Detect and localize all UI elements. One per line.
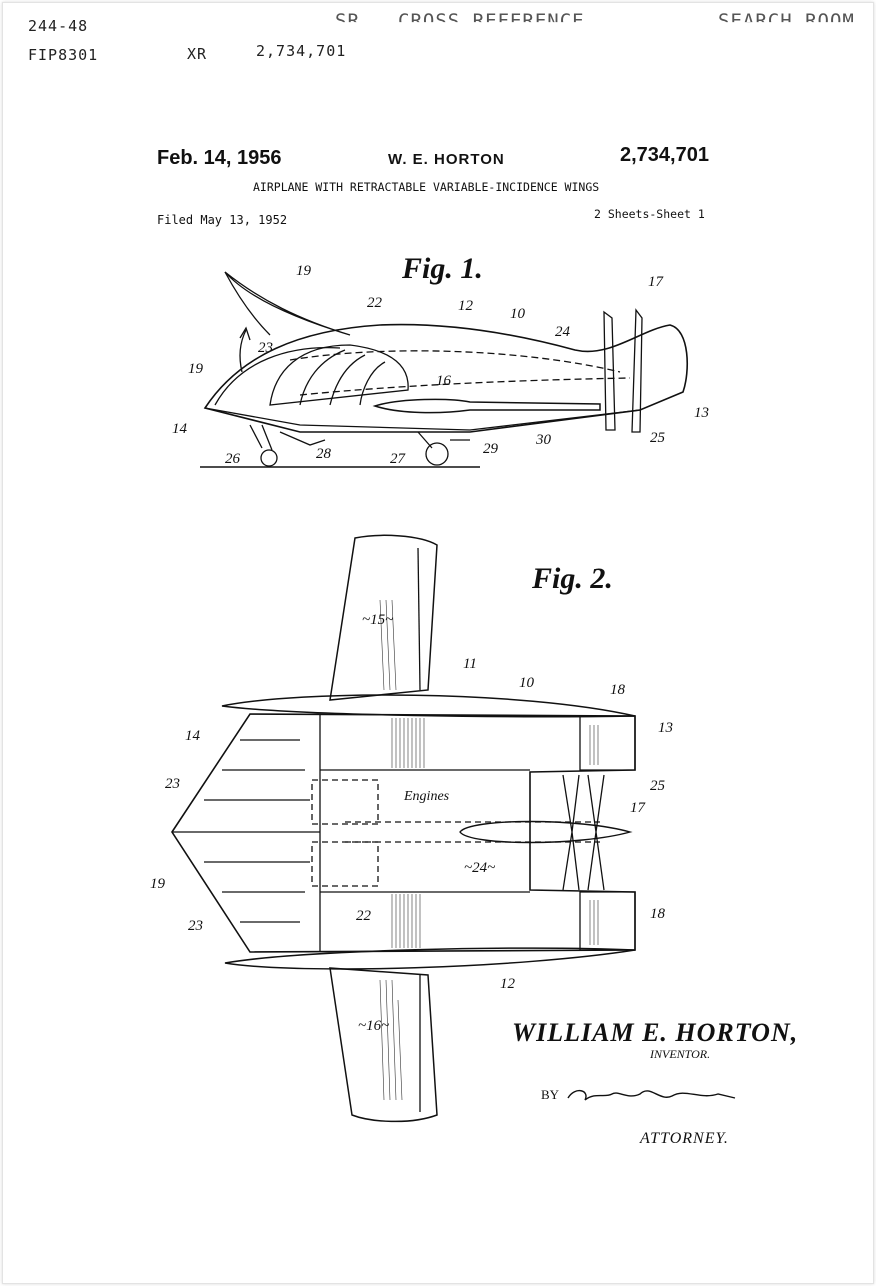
fig2-tail-block-lower: [579, 891, 636, 951]
xr-label: XR: [187, 45, 208, 63]
patent-date: Feb. 14, 1956: [157, 147, 282, 169]
patent-title: AIRPLANE WITH RETRACTABLE VARIABLE-INCID…: [253, 180, 600, 194]
inventor-name: WILLIAM E. HORTON,: [512, 1018, 799, 1047]
search-room-stamp: SEARCH ROOM: [718, 10, 855, 32]
fig1-ref-14: 14: [172, 421, 188, 437]
fig1-ref-26: 26: [225, 451, 241, 467]
fig2-ref-22: 22: [356, 908, 372, 924]
fig2-boom-inner-lines: [320, 769, 530, 893]
fig1-ref-19-left: 19: [188, 361, 204, 377]
fig2-shading: [379, 599, 599, 1101]
fig1-wing-root-dashed: [299, 377, 631, 396]
attorney-signature: [567, 1090, 736, 1101]
fig1-ref-16: 16: [436, 373, 452, 389]
fig2-ref-12: 12: [500, 976, 516, 992]
fig1-raised-canopy: [224, 271, 351, 336]
fig2-ref-23-lower: 23: [188, 918, 203, 934]
fig2-ref-18-lower: 18: [650, 906, 666, 922]
fig2-lower-wing: [329, 967, 438, 1123]
fig2-canopy-frames: [204, 739, 310, 923]
fig2-upper-wing-aileron: [417, 547, 421, 691]
sr-label: SR: [335, 10, 360, 32]
fig2-ref-24: ~24~: [464, 860, 495, 876]
fig1-ref-19-top: 19: [296, 263, 312, 279]
by-label: BY: [541, 1087, 560, 1102]
cross-reference-stamp: CROSS REFERENCE: [398, 10, 585, 32]
fig1-ref-30: 30: [535, 432, 552, 448]
fig2-ref-15: ~15~: [362, 612, 393, 628]
fig1-swing-arrow: [239, 329, 247, 373]
fig2-ref-17: 17: [630, 800, 647, 816]
fig2-tail-block-upper: [579, 715, 636, 771]
fig1-ref-22: 22: [367, 295, 383, 311]
fig1-side-view: Fig. 1. 19 22: [172, 252, 709, 468]
fig1-ref-10: 10: [510, 306, 526, 322]
fig2-ref-23-upper: 23: [165, 776, 180, 792]
fig1-tail-fin-2: [631, 308, 643, 433]
fig1-ref-25: 25: [650, 430, 666, 446]
fig1-main-wheel: [425, 442, 449, 466]
fig1-nose-wheel: [260, 449, 278, 467]
fig2-label: Fig. 2.: [531, 562, 613, 595]
fig2-ref-14: 14: [185, 728, 201, 744]
fig2-engines: [311, 779, 600, 887]
fig2-body-outline: [171, 713, 636, 953]
top-left-code: 244-48: [28, 17, 89, 35]
fig1-ref-27: 27: [390, 451, 407, 467]
fig1-tail-fin-1: [603, 310, 616, 431]
fig2-ref-19: 19: [150, 876, 166, 892]
fig1-ref-28: 28: [316, 446, 332, 462]
fig2-propellers: [562, 774, 605, 891]
file-code: FIP8301: [28, 46, 99, 64]
fig1-nose-gear-strut: [249, 424, 273, 451]
fig1-frame-1: [299, 349, 346, 406]
fig1-retracted-wing: [289, 350, 621, 373]
fig2-ref-16: ~16~: [358, 1018, 389, 1034]
fig1-frame-2: [329, 354, 366, 406]
sheet-count: 2 Sheets-Sheet 1: [594, 207, 705, 221]
fig2-upper-wing: [329, 534, 438, 701]
filed-date: Filed May 13, 1952: [157, 213, 288, 227]
fig1-ref-13: 13: [694, 405, 709, 421]
patent-number: 2,734,701: [620, 144, 709, 166]
fig2-ref-25: 25: [650, 778, 666, 794]
fig1-ref-29: 29: [483, 441, 499, 457]
fig2-ref-13: 13: [658, 720, 673, 736]
fig1-fuselage-outline: [203, 323, 689, 433]
fig1-lower-line: [204, 407, 641, 431]
fig2-engines-label: Engines: [403, 789, 450, 804]
fig2-plan-view: Fig. 2.: [150, 534, 673, 1123]
fig2-ref-18-upper: 18: [610, 682, 626, 698]
fig1-ref-12: 12: [458, 298, 474, 314]
fig1-ref-17: 17: [648, 274, 665, 290]
fig2-ref-11: 11: [463, 656, 477, 672]
fig1-label: Fig. 1.: [401, 252, 483, 285]
fig1-nose-gear-door: [279, 431, 326, 446]
fig1-ref-24: 24: [555, 324, 571, 340]
fig1-raised-canopy-edge: [224, 271, 271, 336]
attorney-label: ATTORNEY.: [640, 1130, 729, 1147]
fig1-cockpit: [269, 344, 409, 406]
xr-number: 2,734,701: [256, 42, 347, 60]
fig1-swing-arrowhead: [239, 326, 251, 341]
fig1-frame-3: [359, 361, 386, 406]
inventor-label: INVENTOR.: [650, 1047, 711, 1061]
fig2-spinner: [459, 820, 633, 844]
fig1-ref-23: 23: [258, 340, 273, 356]
fig1-engine-nacelle: [372, 398, 601, 414]
fig2-ref-10: 10: [519, 675, 535, 691]
inventor-short: W. E. HORTON: [388, 151, 505, 168]
